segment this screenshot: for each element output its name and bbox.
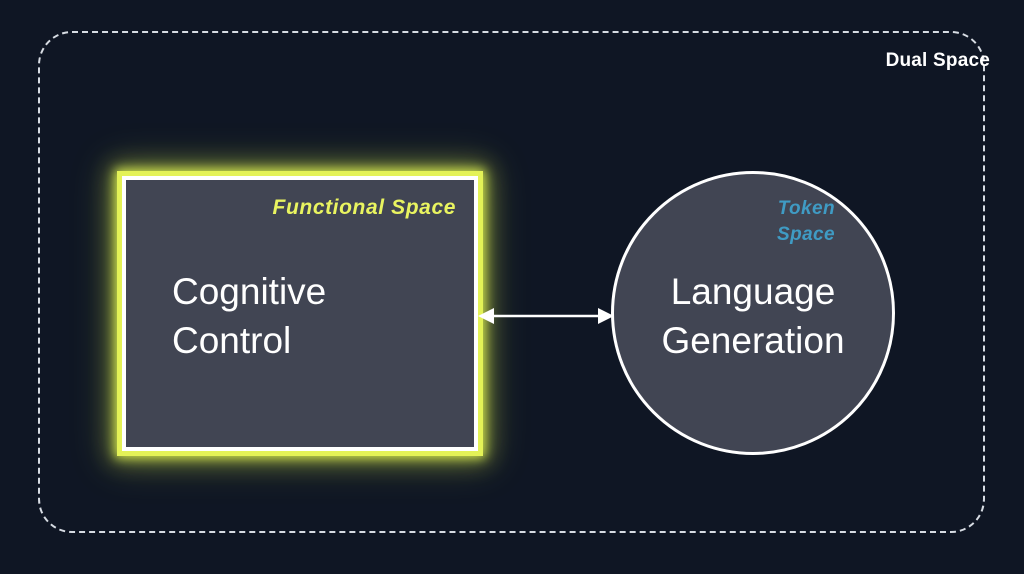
functional-space-label: Functional Space xyxy=(272,196,456,219)
dual-space-label: Dual Space xyxy=(885,50,990,71)
dual-space-boundary xyxy=(38,31,985,533)
bidirectional-arrow-icon xyxy=(478,308,614,324)
token-space-node[interactable]: Token Space Language Generation xyxy=(611,171,895,455)
cognitive-control-title: Cognitive Control xyxy=(172,271,327,361)
language-generation-title: Language Generation xyxy=(661,271,845,361)
functional-space-node[interactable]: Functional Space Cognitive Control xyxy=(122,176,478,451)
token-space-label: Token Space xyxy=(777,198,835,246)
